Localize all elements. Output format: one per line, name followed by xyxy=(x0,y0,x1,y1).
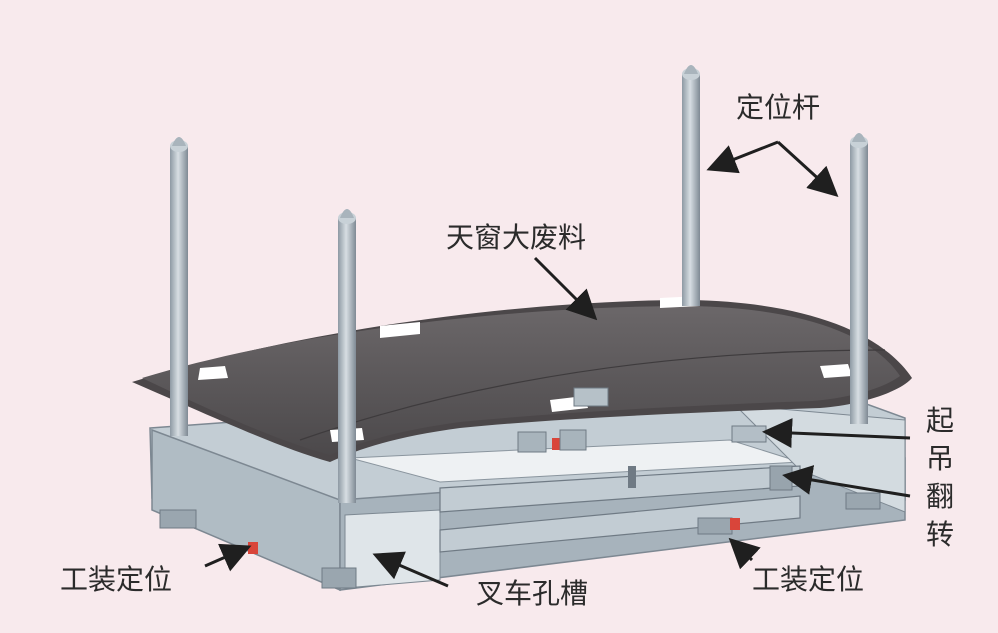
label-locating-rod: 定位杆 xyxy=(736,91,821,124)
rod-3 xyxy=(682,65,700,306)
locating-marker-center xyxy=(552,438,562,450)
rod-2 xyxy=(338,209,356,503)
arrow-rod-left xyxy=(706,140,779,174)
arrow-fixture-left xyxy=(204,543,252,572)
locating-rods xyxy=(170,65,868,503)
label-forklift-slot: 叉车孔槽 xyxy=(476,577,589,610)
arrow-scrap xyxy=(533,256,598,321)
label-lift-flip-char-4: 转 xyxy=(925,518,954,551)
label-lift-flip-char-3: 翻 xyxy=(925,480,954,513)
arrow-rod-right xyxy=(776,140,839,198)
label-lift-flip-char-2: 吊 xyxy=(925,442,954,475)
rod-1 xyxy=(170,137,188,436)
arrow-lift-bottom xyxy=(782,465,911,498)
arrow-lift-top xyxy=(762,418,911,448)
locating-marker-right xyxy=(730,518,740,530)
label-lift-flip-char-1: 起 xyxy=(925,404,954,437)
locating-marker-left xyxy=(248,542,258,554)
label-lift-flip: 起 吊 翻 转 xyxy=(924,402,956,554)
label-fixture-locating-left: 工装定位 xyxy=(60,563,173,596)
sunroof-scrap-panel xyxy=(132,296,912,462)
label-fixture-locating-right: 工装定位 xyxy=(752,563,865,596)
label-sunroof-scrap: 天窗大废料 xyxy=(446,221,587,254)
leader-arrows xyxy=(204,140,911,588)
arrow-fixture-right xyxy=(728,537,761,570)
rod-4 xyxy=(850,133,868,424)
arrow-forklift xyxy=(372,551,449,588)
